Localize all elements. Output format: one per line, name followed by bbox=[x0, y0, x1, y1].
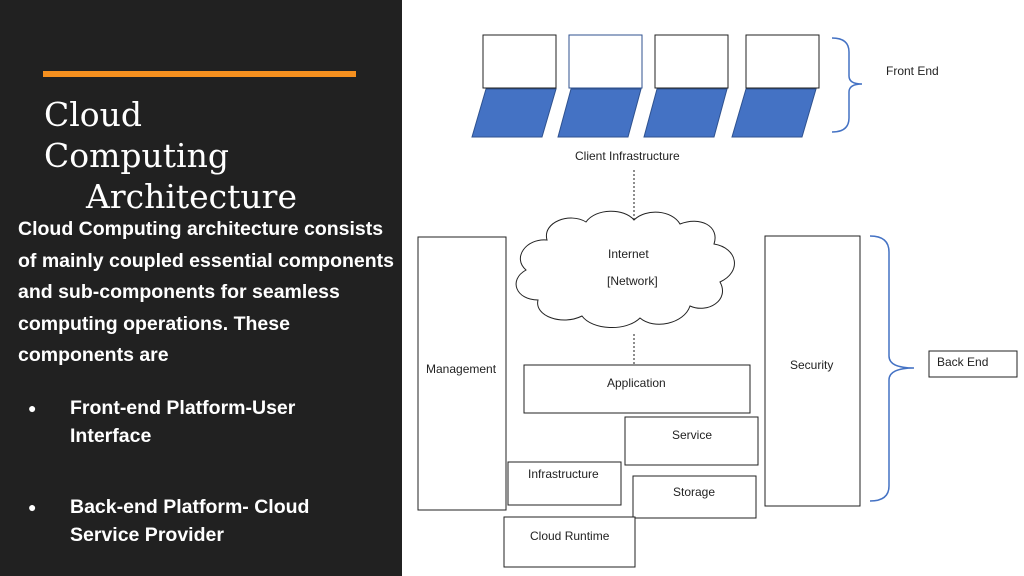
laptop-icon bbox=[557, 34, 643, 138]
application-box bbox=[523, 364, 751, 414]
title-line-1: Cloud bbox=[44, 95, 143, 134]
laptop-icon bbox=[643, 34, 729, 138]
slide-title: Cloud Computing Architecture bbox=[44, 94, 297, 217]
service-box bbox=[624, 416, 759, 466]
laptop-icon bbox=[471, 34, 557, 138]
infrastructure-box bbox=[507, 461, 622, 506]
bullet-item: ● Front-end Platform-User Interface bbox=[28, 394, 368, 450]
cloud-runtime-box bbox=[503, 516, 636, 568]
internet-cloud-shape bbox=[515, 210, 735, 329]
client-infrastructure-label: Client Infrastructure bbox=[575, 149, 680, 163]
network-label: [Network] bbox=[607, 274, 658, 288]
management-label: Management bbox=[426, 362, 497, 376]
bullet-icon: ● bbox=[28, 499, 37, 515]
cloud-runtime-label: Cloud Runtime bbox=[530, 529, 610, 543]
laptop-icon bbox=[731, 34, 820, 138]
service-label: Service bbox=[672, 428, 712, 442]
storage-label: Storage bbox=[673, 485, 715, 499]
infrastructure-label: Infrastructure bbox=[528, 467, 599, 481]
management-box bbox=[417, 236, 507, 511]
back-end-label: Back End bbox=[937, 355, 988, 369]
bullet-text: Front-end Platform-User Interface bbox=[70, 397, 296, 447]
intro-paragraph: Cloud Computing architecture consists of… bbox=[18, 218, 394, 366]
architecture-diagram: Front End Client Infrastructure Internet… bbox=[417, 34, 1018, 568]
security-label: Security bbox=[790, 358, 833, 372]
left-panel: Cloud Computing Architecture Cloud Compu… bbox=[0, 0, 402, 576]
internet-label: Internet bbox=[608, 247, 649, 261]
front-end-brace bbox=[831, 37, 863, 133]
back-end-box bbox=[928, 350, 1018, 378]
storage-box bbox=[632, 475, 757, 519]
bullet-icon: ● bbox=[28, 400, 37, 416]
title-line-2: Computing bbox=[44, 136, 229, 175]
back-end-brace bbox=[869, 235, 915, 502]
application-label: Application bbox=[607, 376, 666, 390]
bullet-text: Back-end Platform- Cloud Service Provide… bbox=[70, 496, 310, 546]
accent-bar bbox=[43, 71, 356, 77]
bullet-item: ● Back-end Platform- Cloud Service Provi… bbox=[28, 493, 368, 549]
front-end-label: Front End bbox=[886, 64, 939, 78]
security-box bbox=[764, 235, 861, 507]
bullet-list: ● Front-end Platform-User Interface ● Ba… bbox=[28, 394, 368, 549]
title-line-3: Architecture bbox=[86, 177, 297, 216]
